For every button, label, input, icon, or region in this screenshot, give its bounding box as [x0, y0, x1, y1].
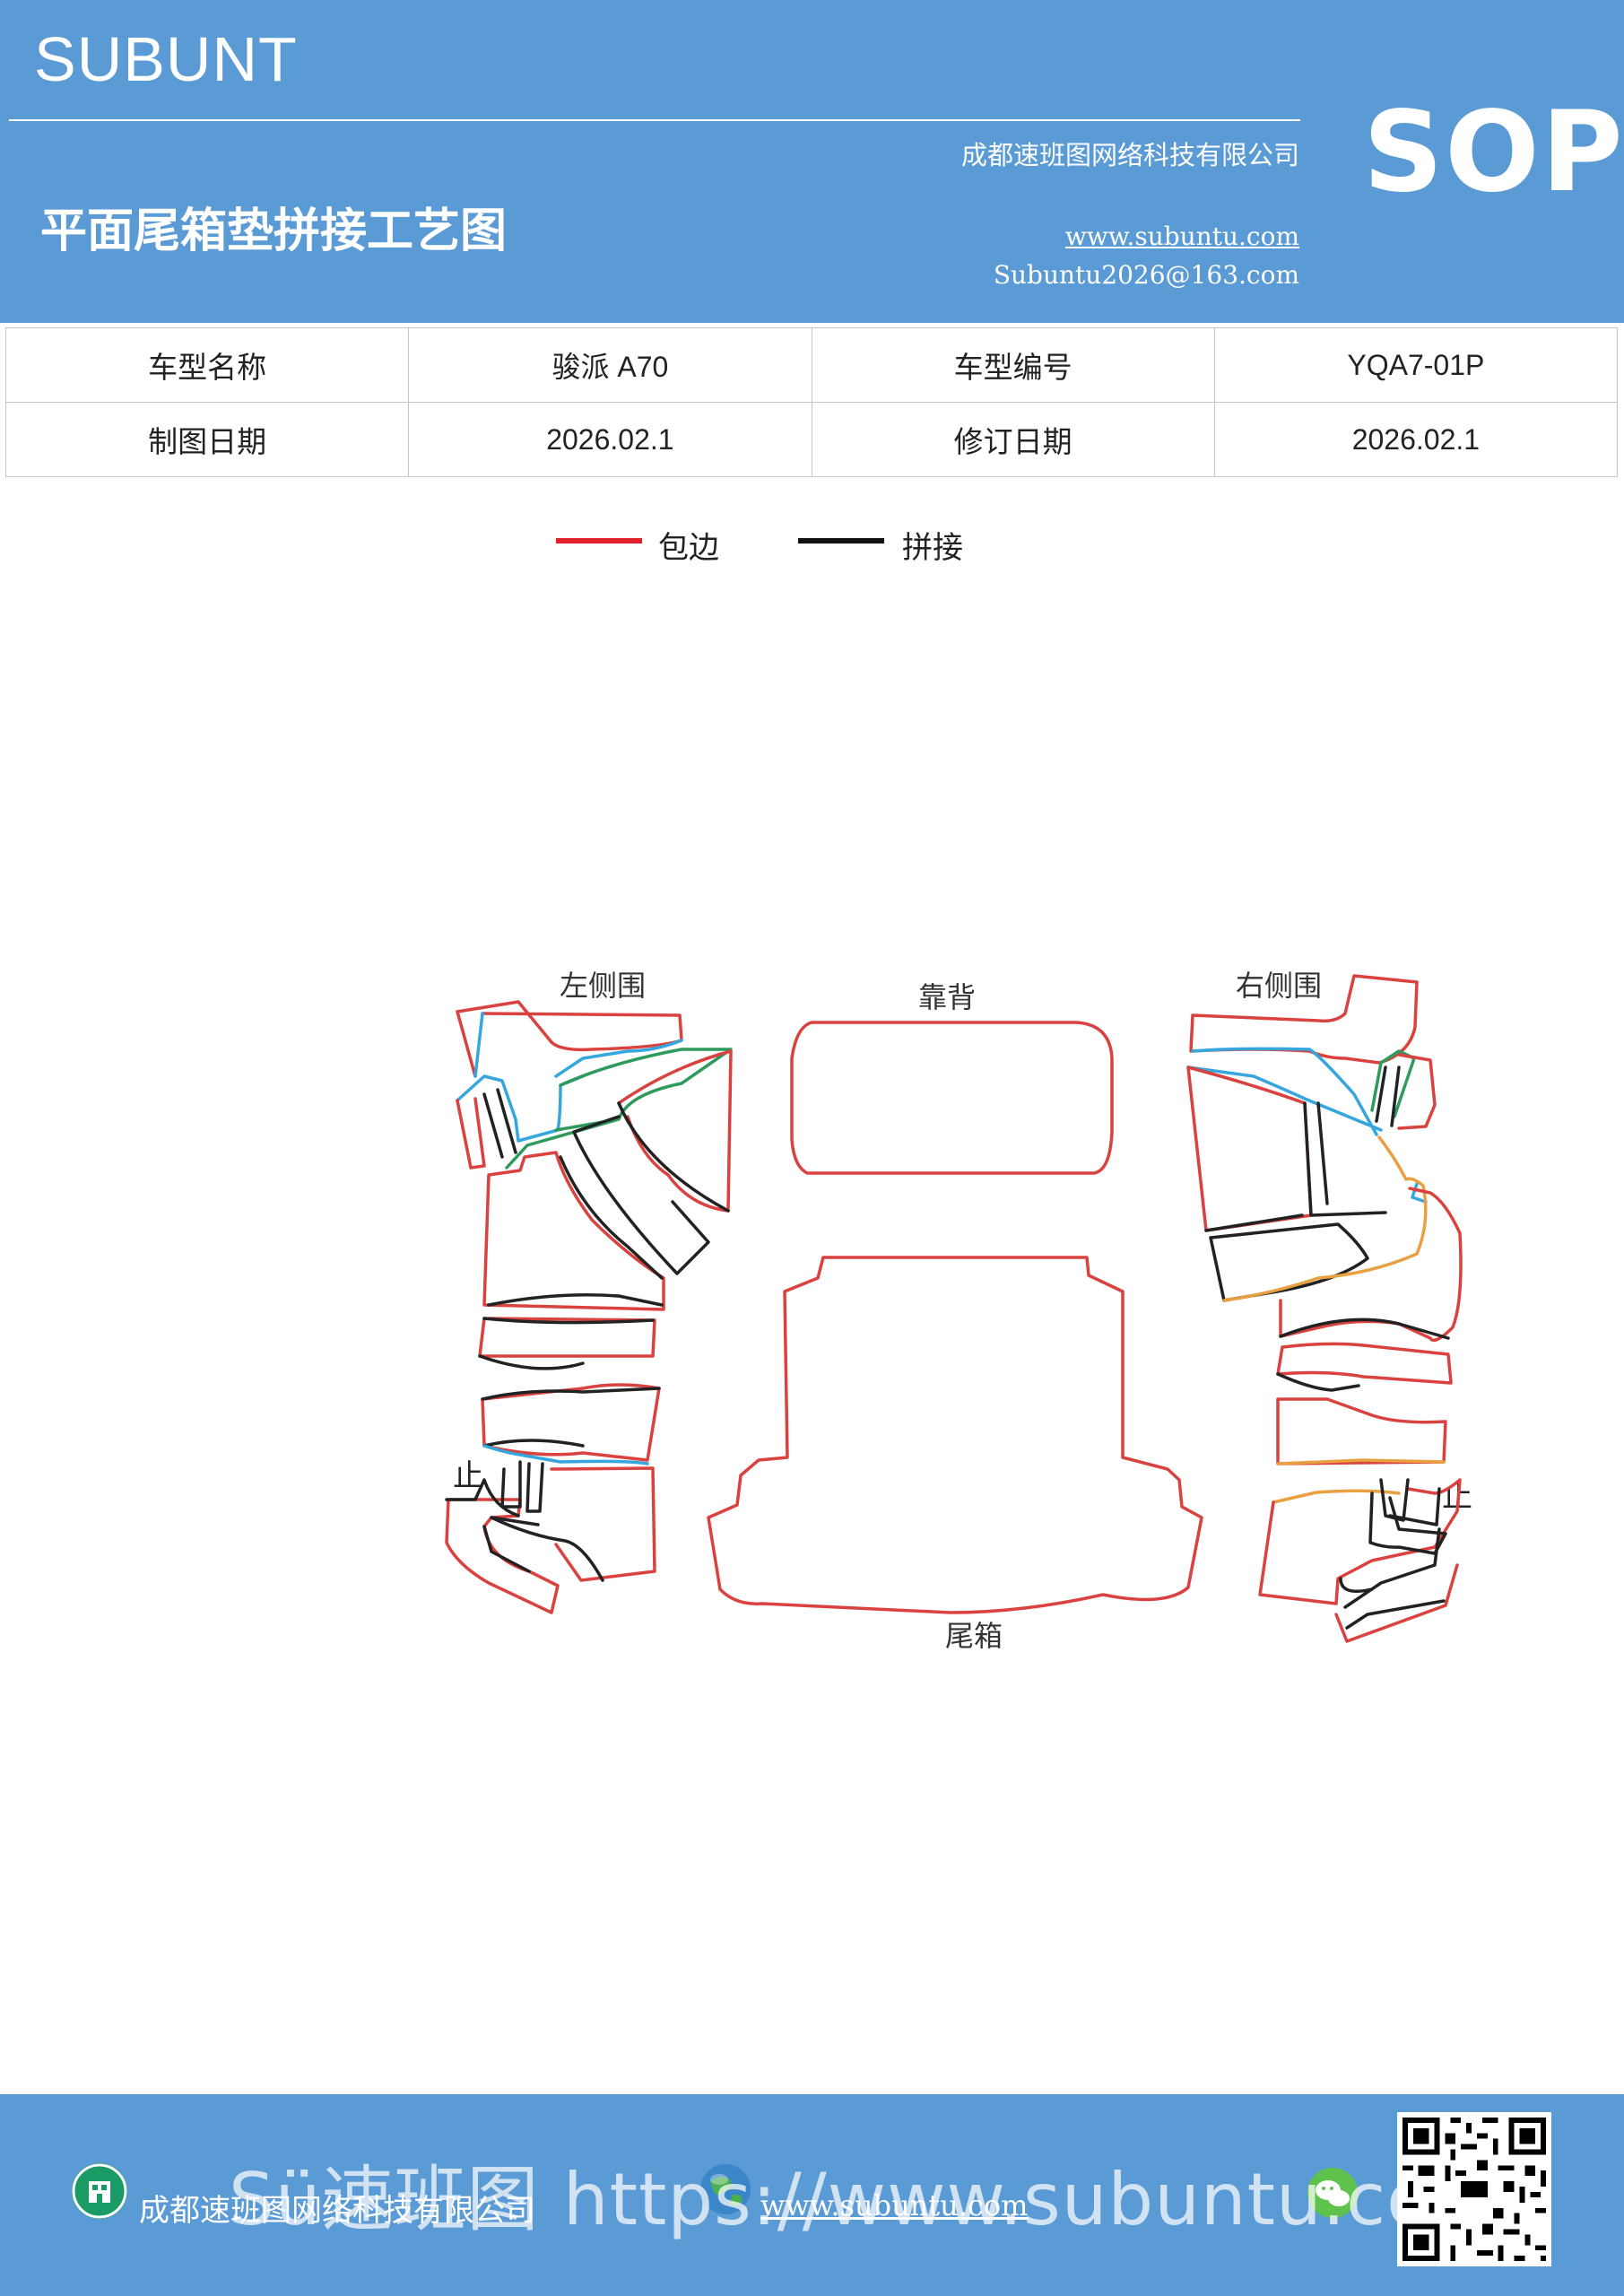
header-divider	[9, 119, 1300, 121]
right-orange-seam-2	[1272, 1458, 1446, 1504]
legend-seam-label: 拼接	[902, 530, 963, 566]
stop-mark-left: 止	[453, 1458, 483, 1494]
right-fan-seams	[1204, 1101, 1387, 1302]
right-strip-2	[1276, 1397, 1447, 1465]
left-bottom-blue-seam	[482, 1444, 649, 1465]
right-bottom-piece	[1258, 1478, 1462, 1643]
vehicle-info-table: 车型名称 骏派 A70 车型编号 YQA7-01P 制图日期 2026.02.1…	[4, 327, 1619, 477]
right-bottom-seams	[1339, 1478, 1447, 1630]
footer-website-link[interactable]: www.subuntu.com	[760, 2188, 1029, 2222]
qr-code-image[interactable]	[1397, 2112, 1551, 2266]
left-top-blue-seam	[456, 1074, 585, 1143]
left-strip-2	[481, 1383, 661, 1462]
left-small-piece	[456, 1097, 486, 1170]
left-top-green-seam	[505, 1048, 733, 1170]
left-mid-piece	[482, 1151, 665, 1311]
left-fan-seams	[572, 1101, 730, 1275]
right-small-seams	[1375, 1065, 1401, 1127]
left-bottom-seams	[445, 1460, 604, 1582]
left-top-blue-seam-2	[473, 1012, 683, 1078]
right-upper-right-piece	[1279, 1187, 1463, 1342]
table-row: 制图日期 2026.02.1 修订日期 2026.02.1	[4, 402, 1619, 477]
left-top-piece	[456, 1000, 683, 1052]
legend-seam-swatch	[798, 538, 884, 544]
header-banner: SUBUNT 平面尾箱垫拼接工艺图 成都速班图网络科技有限公司 www.subu…	[0, 0, 1624, 323]
right-strip-1-seam	[1276, 1372, 1360, 1392]
right-top-green-seam	[1370, 1049, 1416, 1118]
footer-company: 成都速班图网络科技有限公司	[139, 2193, 535, 2229]
revise-date-value: 2026.02.1	[1213, 402, 1619, 477]
footer-watermark: Sü速班图 https://www.subuntu.com	[229, 2158, 1502, 2241]
right-upper-right-seams	[1279, 1318, 1450, 1340]
document-title: 平面尾箱垫拼接工艺图	[40, 204, 508, 258]
revise-date-label: 修订日期	[811, 402, 1215, 477]
model-name-label: 车型名称	[4, 327, 410, 403]
globe-icon	[698, 2161, 753, 2217]
right-small-piece	[1397, 1053, 1437, 1130]
draw-date-value: 2026.02.1	[408, 402, 812, 477]
left-side-label: 左侧围	[560, 969, 646, 1003]
wechat-icon	[1305, 2165, 1360, 2221]
trunk-floor-piece	[707, 1256, 1203, 1614]
right-strip-1	[1276, 1342, 1453, 1385]
left-mid-seams	[487, 1155, 664, 1307]
backrest-piece	[790, 1021, 1114, 1175]
table-row: 车型名称 骏派 A70 车型编号 YQA7-01P	[4, 327, 1619, 403]
building-icon	[72, 2163, 127, 2219]
legend: 包边 拼接	[0, 520, 1624, 574]
left-strip-1	[478, 1317, 656, 1358]
right-orange-seam-1	[1222, 1135, 1428, 1302]
header-company: 成都速班图网络科技有限公司	[960, 140, 1299, 170]
legend-edge-label: 包边	[658, 530, 719, 566]
left-small-seams	[482, 1088, 517, 1159]
model-code-value: YQA7-01P	[1213, 327, 1619, 403]
draw-date-label: 制图日期	[4, 402, 410, 477]
header-website-link[interactable]: www.subuntu.com	[1064, 222, 1299, 251]
model-code-label: 车型编号	[811, 327, 1215, 403]
model-name-value: 骏派 A70	[408, 327, 812, 403]
trunk-label: 尾箱	[945, 1619, 1003, 1653]
left-fan-piece	[617, 1049, 733, 1213]
legend-edge-swatch	[556, 538, 642, 544]
left-strip-2-seam	[481, 1387, 661, 1448]
right-side-label: 右侧围	[1236, 969, 1322, 1003]
brand-name: SUBUNT	[34, 24, 298, 94]
header-email[interactable]: Subuntu2026@163.com	[993, 260, 1299, 290]
left-top-piece-outline	[456, 1010, 477, 1078]
backrest-label: 靠背	[918, 980, 976, 1014]
left-strip-1-seam	[478, 1317, 655, 1370]
sop-badge: SOP	[1363, 88, 1624, 217]
